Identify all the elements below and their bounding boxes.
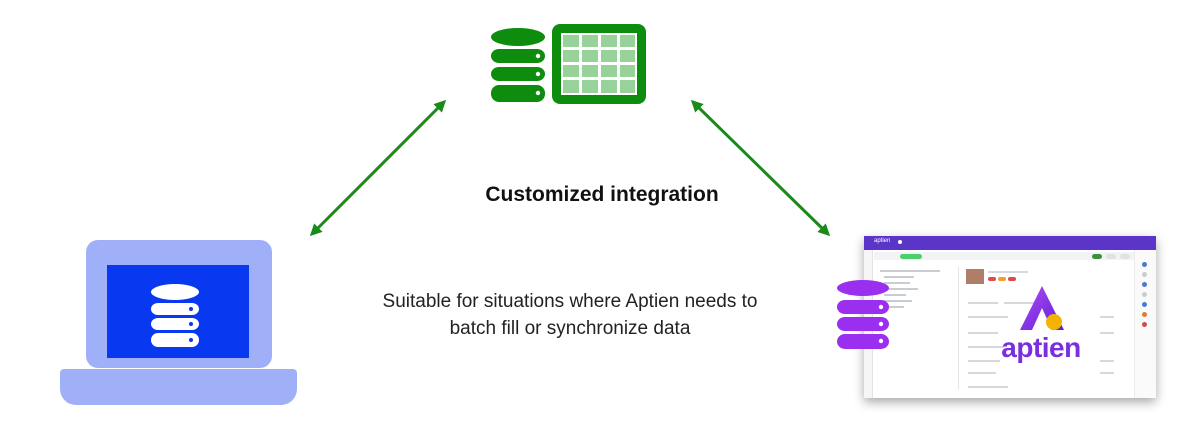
- left-double-arrow: [309, 99, 447, 237]
- database-icon: [491, 28, 545, 102]
- app-toolbar: [874, 252, 1156, 260]
- laptop-base: [60, 369, 297, 405]
- toolbar-pill: [1120, 254, 1130, 259]
- database-icon: [151, 284, 199, 347]
- status-badge: [998, 277, 1006, 281]
- app-nav-icon: [898, 240, 902, 244]
- diagram-title: Customized integration: [485, 183, 719, 206]
- toolbar-pill: [900, 254, 922, 259]
- right-double-arrow: [690, 99, 831, 237]
- aptien-watermark-text: aptien: [1001, 332, 1081, 363]
- diagram-description: Suitable for situations where Aptien nee…: [320, 288, 820, 342]
- aptien-logo-icon: [1020, 286, 1064, 330]
- toolbar-pill: [1092, 254, 1102, 259]
- database-icon: [837, 280, 889, 349]
- status-badge: [988, 277, 996, 281]
- description-line-1: Suitable for situations where Aptien nee…: [382, 291, 758, 312]
- app-tree-panel: [876, 266, 959, 390]
- app-logo-text: aptien: [874, 238, 891, 244]
- toolbar-pill: [1106, 254, 1116, 259]
- app-header: [864, 236, 1156, 250]
- status-badge: [1008, 277, 1016, 281]
- spreadsheet-icon: [552, 24, 646, 104]
- description-line-2: batch fill or synchronize data: [449, 318, 691, 339]
- aptien-app-screenshot: aptien: [864, 236, 1156, 398]
- app-item-thumbnail: [966, 269, 984, 284]
